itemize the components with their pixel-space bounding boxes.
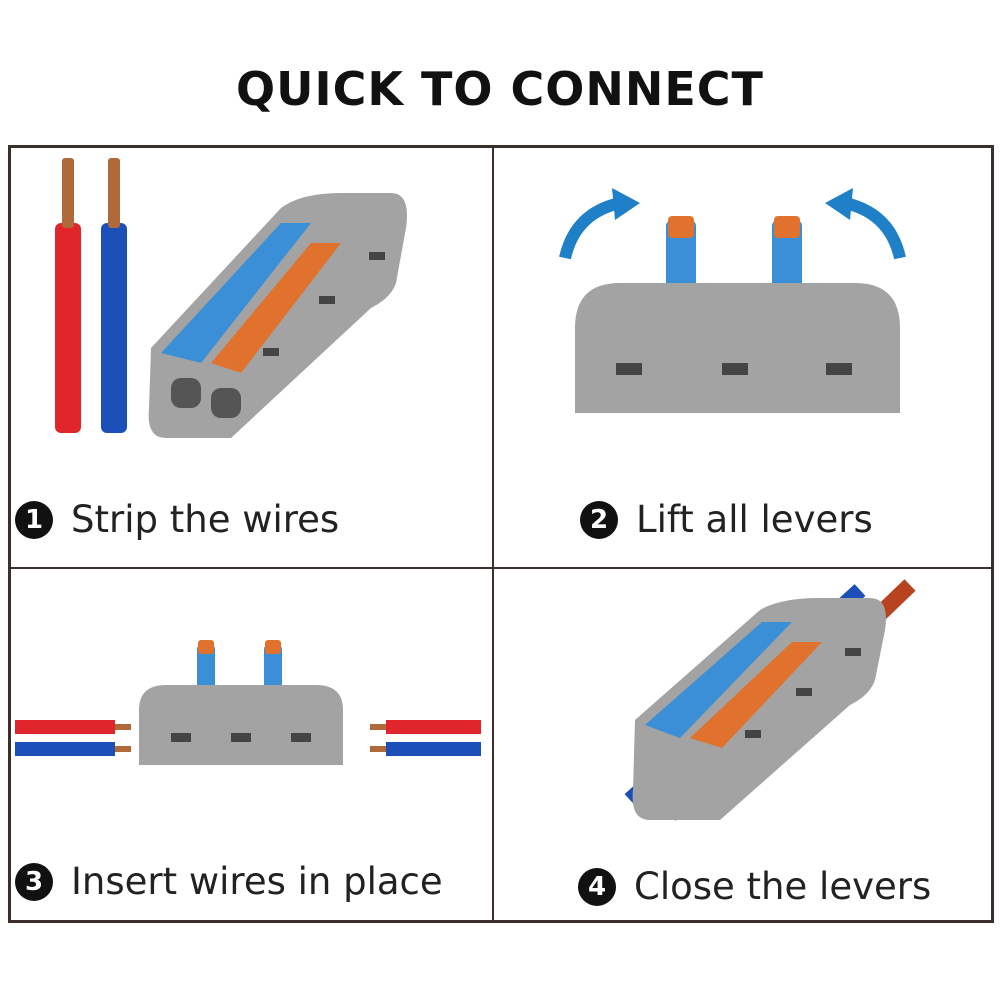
connector-front: [575, 216, 900, 413]
right-blue-wire: [386, 742, 481, 756]
step-4-label: Close the levers: [634, 865, 932, 908]
blue-wire-copper-core: [108, 158, 120, 228]
connector-small: [139, 640, 343, 765]
step-2-label: Lift all levers: [636, 498, 873, 541]
insert-wires-illustration: [15, 640, 481, 765]
steps-grid: [8, 145, 994, 923]
step-3-panel: 3 Insert wires in place: [11, 570, 491, 985]
step-3-label: Insert wires in place: [71, 860, 443, 903]
lift-arrow-left-head-icon: [612, 188, 640, 220]
grid-divider-horizontal: [8, 567, 994, 569]
lift-arrow-right-head-icon: [825, 188, 853, 220]
closed-levers-connector-illustration: [624, 579, 916, 821]
red-wire-copper-core: [62, 158, 74, 228]
step-1-caption: 1 Strip the wires: [15, 498, 339, 541]
lift-arrow-left-icon: [559, 197, 622, 260]
step-4-panel: 4 Close the levers: [500, 570, 980, 985]
page-title: QUICK TO CONNECT: [236, 62, 764, 116]
step-2-caption: 2 Lift all levers: [580, 498, 873, 541]
blue-wire: [101, 223, 127, 433]
lifted-levers-connector-illustration: [559, 188, 906, 413]
right-red-wire: [386, 720, 481, 734]
step-4-number-badge: 4: [578, 867, 616, 906]
red-wire: [55, 223, 81, 433]
stripped-wires-and-connector-illustration: [55, 158, 407, 438]
step-1-label: Strip the wires: [71, 498, 340, 541]
step-4-caption: 4 Close the levers: [578, 865, 931, 908]
step-3-caption: 3 Insert wires in place: [15, 860, 443, 903]
step-2-panel: 2 Lift all levers: [500, 148, 980, 563]
left-blue-wire: [15, 742, 115, 756]
step-3-number-badge: 3: [15, 862, 53, 901]
grid-divider-vertical: [492, 145, 494, 923]
step-2-number-badge: 2: [580, 500, 618, 539]
lift-arrow-right-icon: [843, 197, 906, 260]
connector-closed-angled: [632, 598, 886, 820]
step-1-number-badge: 1: [15, 500, 53, 539]
connector-angled: [148, 193, 407, 438]
left-red-wire: [15, 720, 115, 734]
step-1-panel: 1 Strip the wires: [11, 148, 491, 563]
